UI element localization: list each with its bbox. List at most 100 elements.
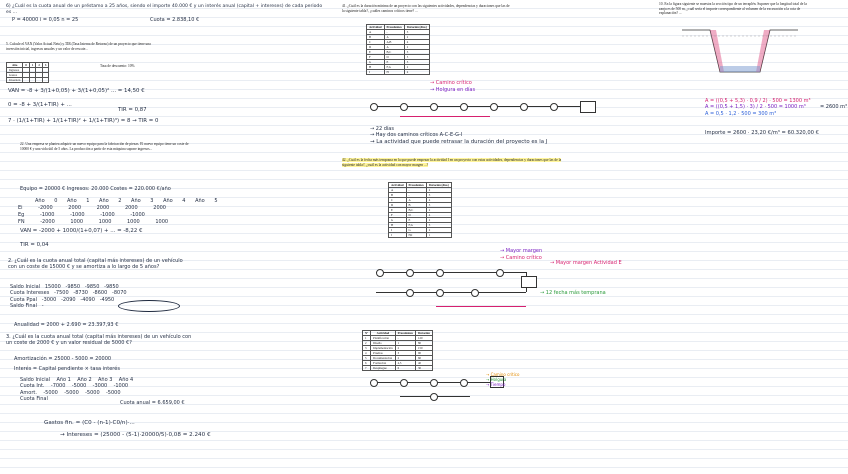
max-margin-activity-note: → Mayor margen Actividad E: [550, 260, 622, 266]
calc-line: A = 0,5 · 1,2 · 500 = 300 m³: [705, 110, 777, 117]
amortization-line: Amortización = 25000 - 5000 = 20000: [14, 356, 112, 362]
table-cell: Inversión: [5, 77, 24, 83]
table-header-cell: Duración (días): [403, 24, 430, 30]
network-node: [370, 103, 378, 111]
trench-outline: [682, 29, 798, 73]
annuity-result: Anualidad = 2000 + 2.690 = 23.397,93 €: [14, 322, 119, 328]
table-header-cell: Precedentes: [383, 24, 405, 30]
question-22-statement: 22. Una empresa se plantea adquirir un n…: [20, 142, 189, 151]
question-5-table: Año 0 1 2 3 Ingresos Gastos Inversión: [5, 62, 50, 83]
right-slope-fill: [756, 30, 770, 72]
network-node: [400, 103, 408, 111]
network-node: [436, 289, 444, 297]
network-link: [376, 272, 526, 273]
question-22-tir: TIR = 0,04: [20, 242, 49, 248]
note-line: → La actividad que puede retrasar la dur…: [370, 138, 548, 145]
question-42-table: Actividad Precedentes Duración (días) A-…: [388, 182, 452, 238]
table-header-cell: Duración (días): [425, 182, 452, 188]
question-6-text: 6) ¿Cuál es la cuota anual de un préstam…: [6, 4, 323, 15]
question-6-data: P = 40000 i = 0,05 n = 25: [12, 17, 79, 23]
critical-path-link: [400, 116, 490, 117]
legend-line: → Tiempo: [486, 382, 506, 387]
network-end-box: [521, 276, 537, 288]
interest-line: Interés = Capital pendiente × tasa inter…: [14, 366, 120, 372]
network-node: [436, 269, 444, 277]
question-3-text: 3. ¿Cuál es la cuota anual total (capita…: [6, 334, 192, 347]
left-slope-fill: [710, 30, 724, 72]
network-link: [376, 292, 526, 293]
total-cost-result: Importe = 2600 · 23,20 €/m³ = 60.320,00 …: [705, 130, 819, 136]
network-node: [406, 289, 414, 297]
question-22-givens: Equipo = 20000 € Ingresos: 20.000 Costes…: [20, 186, 171, 192]
network-node: [471, 289, 479, 297]
legend-slack: → Holgura en días: [430, 87, 476, 93]
network-link: [370, 106, 595, 107]
table-header-cell: Precedentes: [394, 330, 416, 336]
vehicle-table: Saldo Inicial Año 1 Año 2 Año 3 Año 4 Cu…: [20, 377, 133, 402]
network-node: [550, 103, 558, 111]
question-41-table: Actividad Precedentes Duración (días) A-…: [366, 24, 430, 75]
pert-network-43: [370, 370, 520, 410]
q41-notes: → 22 días → Hay dos caminos críticos A-C…: [370, 126, 547, 145]
table-header-cell: Precedentes: [405, 182, 427, 188]
right-column: 10. En la figura siguiente se muestra la…: [655, 0, 847, 474]
network-node: [370, 379, 378, 387]
cashflow-row: Eg -1000 -1000 -1000 -1000: [18, 212, 145, 218]
tir-result: TIR = 0,87: [118, 107, 147, 113]
legend-max-margin: → Mayor margen: [500, 248, 543, 254]
question-6-result: Cuota = 2.838,10 €: [150, 17, 200, 23]
financial-expenses-formula: Gastos fin. = (C0 - (n-1)·C0/n)·...: [44, 420, 135, 426]
pert-network-41: [370, 98, 610, 122]
left-column: 6) ¿Cuál es la cuota anual de un préstam…: [0, 0, 330, 474]
pert-network-42: [376, 262, 576, 318]
tir-expansion: 7 · (1/(1+TIR) + 1/(1+TIR)² + 1/(1+TIR)³…: [8, 118, 159, 124]
van-calculation: VAN = -8 + 3/(1+0,05) + 3/(1+0,05)² ... …: [8, 88, 145, 94]
tir-equation: 0 = -8 + 3/(1+TIR) + ...: [8, 102, 72, 108]
table-header-cell: Actividad: [388, 182, 407, 188]
network-node: [430, 379, 438, 387]
circled-answer: [118, 300, 180, 312]
cashflow-row: FN -2000 1000 1000 1000 1000: [18, 219, 169, 225]
trench-section-drawing: [682, 29, 798, 73]
network-node: [400, 379, 408, 387]
network-node: [460, 103, 468, 111]
vehicle-row: Amort. -5000 -5000 -5000 -5000: [20, 389, 121, 396]
critical-path-link: [436, 306, 526, 307]
network-end-box: [580, 101, 596, 113]
vehicle-row: Cuota Int. -7000 -5000 -3000 -1000: [20, 383, 129, 390]
network-node: [520, 103, 528, 111]
year-header-row: Año 0 Año 1 Año 2 Año 3 Año 4 Año 5: [35, 198, 218, 204]
note-line: → Hay dos caminos críticos A-C-E-G-I: [370, 132, 463, 139]
network-node: [496, 269, 504, 277]
loan-row: Cuota Ppal -3000 -2090 -4090 -4950: [10, 296, 115, 303]
financial-expenses-result: → Intereses = (25000 - (5-1)·20000/5)·0,…: [60, 432, 211, 438]
discount-rate-note: Tasa de descuento: 10%: [100, 64, 135, 68]
question-5-statement: 5. Calcule el VAN (Valor Actual Neto) y …: [6, 42, 151, 51]
network-end-box: [490, 376, 504, 388]
cashflow-row: Ei -2000 2000 2000 2000 2000: [18, 205, 166, 211]
calc-line: A = ((0,5 + 5,3) · 0,9 / 2) · 500 = 1300…: [705, 98, 811, 104]
network-node: [460, 379, 468, 387]
table-header-cell: Actividad: [366, 24, 385, 30]
calc-line: A = ((0,5 + 1,5) · 3) / 2 · 500 = 1000 m…: [705, 104, 806, 111]
loan-row: Cuota Intereses -7500 -8730 -8600 -8070: [10, 290, 127, 297]
network-node: [406, 269, 414, 277]
loan-table: Saldo Inicial 15000 -9850 -9850 -9850 Cu…: [10, 284, 127, 309]
question-41-statement: 41. ¿Cuál es la duración mínima de un pr…: [342, 4, 510, 13]
bottom-fill: [720, 66, 760, 72]
legend-line: → Holgura: [486, 377, 507, 382]
table-header-cell: Duración: [414, 330, 433, 336]
q43-legend: → Camino crítico → Holgura → Tiempo: [486, 372, 519, 387]
earliest-start-note: → 12 fecha más temprana: [540, 290, 606, 296]
legend-critical-path-42: → Camino crítico: [500, 255, 542, 261]
network-node: [376, 269, 384, 277]
legend-critical-path: → Camino crítico: [430, 80, 472, 86]
loan-row: Saldo Final -: [10, 302, 44, 309]
question-2-text: 2. ¿Cuál es la cuota anual total (capita…: [8, 258, 183, 271]
question-42-statement: 42. ¿Cuál es la fecha más temprana en la…: [342, 158, 562, 167]
legend-line: → Camino crítico: [486, 372, 520, 377]
network-node: [430, 393, 438, 401]
question-22-van: VAN = -2000 + 1000/(1+0,07) + ... = -8,2…: [20, 228, 143, 234]
total-volume: = 2600 m³: [820, 104, 847, 110]
